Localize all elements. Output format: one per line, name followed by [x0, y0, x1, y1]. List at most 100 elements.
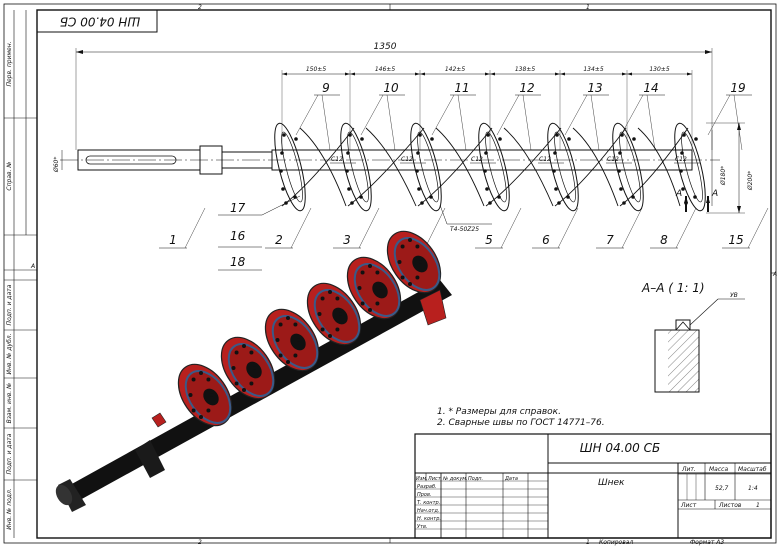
flight-3 — [410, 122, 493, 212]
weld-label-6: C12 — [675, 156, 687, 163]
flight-2 — [340, 122, 425, 212]
flight-1 — [274, 122, 355, 212]
dim-pitch-5: 134±5 — [583, 66, 603, 73]
iso-flight-1 — [177, 363, 233, 427]
callout-3: 3 — [343, 233, 351, 247]
tb-scale: 1:4 — [748, 485, 758, 492]
dim-pitch-2: 146±5 — [375, 66, 395, 73]
dim-shaft-dia: Ø60* — [53, 157, 60, 173]
strip-ref-no: Справ. № — [6, 161, 13, 190]
tb-header-3: № докум. — [442, 476, 468, 482]
section-mark-right: A — [711, 189, 718, 199]
keyway — [85, 155, 177, 165]
iso-flight-4 — [306, 282, 362, 346]
callout-9: 9 — [322, 81, 330, 95]
callout-8: 8 — [660, 233, 668, 247]
left-callout-column: 17 16 18 — [218, 195, 301, 271]
dim-outer-dia: Ø200* — [747, 171, 754, 191]
zone-top-2: 2 — [198, 4, 202, 11]
callout-7: 7 — [606, 233, 614, 247]
weld-marks: C12 C12 C12 C12 C12 C12 — [330, 156, 700, 164]
weld-label-3: C12 — [471, 156, 483, 163]
section-title: A–A ( 1: 1) — [641, 281, 705, 295]
tb-sheet-label: Лист — [680, 502, 697, 509]
callout-10: 10 — [383, 81, 399, 95]
tb-header-1: Изм. — [416, 476, 428, 482]
section-mark-left: A — [675, 189, 682, 199]
strip-repl-inv: Взам. инв. № — [6, 383, 13, 424]
callout-16: 16 — [230, 229, 246, 243]
dim-inner-dia: Ø180* — [720, 166, 727, 186]
callout-11: 11 — [454, 81, 469, 95]
zone-side-a: A — [772, 271, 777, 278]
weld-label-2: C12 — [401, 156, 413, 163]
callout-19: 19 — [730, 81, 745, 95]
section-aa-detail: A–A ( 1: 1) УВ — [641, 281, 745, 393]
zone-side-a-left: A — [30, 263, 35, 270]
tb-product-name: Шнек — [598, 478, 625, 488]
dim-pitch-4: 138±5 — [515, 66, 535, 73]
zone-bottom-1: 1 — [586, 539, 590, 546]
inner-frame — [36, 9, 772, 539]
tb-row-6: Утв. — [417, 524, 428, 530]
flight-5 — [547, 122, 627, 212]
tb-row-3: Т. контр. — [417, 500, 440, 506]
callout-5: 5 — [485, 233, 493, 247]
iso-flight-5 — [346, 256, 402, 320]
callout-15: 15 — [728, 233, 743, 247]
iso-flight-6 — [386, 230, 442, 294]
weld-label-5: C12 — [607, 156, 619, 163]
callout-17: 17 — [230, 201, 246, 215]
tb-col-scale: Масштаб — [738, 466, 767, 473]
tb-mass: 52,7 — [715, 485, 729, 492]
weld-joint-label: T4-50Z25 — [450, 226, 479, 233]
tb-col-mass: Масса — [709, 466, 728, 473]
callout-13: 13 — [587, 81, 602, 95]
tb-format: Формат A3 — [690, 539, 724, 546]
part-callouts: 91011121314191234567815 — [159, 81, 769, 249]
tb-header-4: Подп. — [468, 476, 483, 482]
callout-14: 14 — [643, 81, 658, 95]
tb-header-5: Дата — [504, 476, 518, 482]
weld-label-4: C12 — [539, 156, 551, 163]
zone-bottom-2: 2 — [198, 539, 202, 546]
weld-symbol-label: УВ — [730, 292, 738, 299]
dim-pitch-3: 142±5 — [445, 66, 465, 73]
callout-2: 2 — [275, 233, 283, 247]
strip-sign-date-2: Подп. и дата — [6, 433, 13, 474]
dim-pitch-1: 150±5 — [306, 66, 326, 73]
tb-row-5: Н. контр. — [417, 516, 441, 522]
flight-4 — [478, 122, 562, 212]
auger-flights — [274, 122, 706, 212]
rotated-drawing-code: ШН 04.00 СБ — [60, 15, 140, 29]
flight-7 — [674, 122, 706, 212]
strip-sign-date-1: Подп. и дата — [6, 284, 13, 325]
tb-copied: Копировал — [599, 539, 633, 546]
callout-6: 6 — [542, 233, 550, 247]
iso-flight-3 — [264, 308, 320, 372]
callout-18: 18 — [230, 255, 246, 269]
technical-notes: 1. * Размеры для справок. 2. Сварные швы… — [437, 407, 605, 428]
tb-header-2: Лист — [427, 476, 442, 482]
dim-overall-length: 1350 — [374, 42, 397, 52]
strip-dup-inv: Инв. № дубл. — [6, 333, 13, 374]
left-approval-strip: Перв. примен. Справ. № Подп. и дата Инв.… — [4, 10, 37, 538]
rotated-code-box — [36, 9, 158, 33]
strip-first-use: Перв. примен. — [6, 41, 13, 86]
weld-label-1: C12 — [331, 156, 343, 163]
tb-row-2: Пров. — [417, 492, 432, 498]
tb-row-1: Разраб. — [417, 484, 437, 490]
iso-flight-2 — [220, 336, 276, 400]
tb-sheets-value: 1 — [756, 502, 760, 509]
zone-top-1: 1 — [586, 4, 590, 11]
tb-sheets-label: Листов — [718, 502, 742, 509]
tb-row-4: Нач.отд. — [417, 508, 439, 514]
note-2: 2. Сварные швы по ГОСТ 14771–76. — [437, 418, 605, 428]
note-1: 1. * Размеры для справок. — [437, 407, 561, 417]
tb-designation: ШН 04.00 СБ — [580, 441, 660, 455]
strip-orig-inv: Инв. № подл. — [6, 488, 13, 529]
tb-col-lit: Лит. — [681, 466, 696, 473]
